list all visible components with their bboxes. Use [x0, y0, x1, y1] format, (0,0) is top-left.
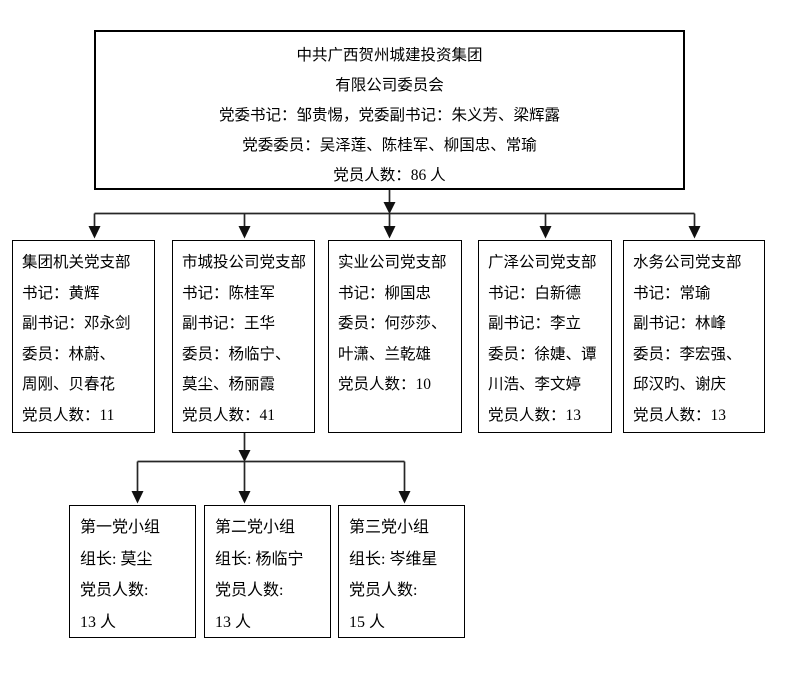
group-member-count-label: 党员人数:	[349, 582, 418, 599]
branch-line: 书记：柳国忠	[338, 284, 432, 302]
group-box: 第三党小组 组长: 岑维星 党员人数: 15 人	[338, 505, 465, 638]
arrow-down-icon	[238, 226, 251, 239]
branch-line: 莫尘、杨丽霞	[182, 376, 276, 393]
branch-line: 邱汉旳、谢庆	[633, 376, 727, 393]
branch-line: 叶潇、兰乾雄	[338, 345, 432, 363]
arrow-down-icon	[539, 226, 552, 239]
branch-line: 书记：黄辉	[22, 284, 100, 302]
root-title-line-1: 中共广西贺州城建投资集团	[296, 47, 483, 64]
group-member-count-label: 党员人数:	[215, 582, 284, 599]
group-box: 第二党小组 组长: 杨临宁 党员人数: 13 人	[204, 505, 331, 638]
group-member-count: 13 人	[80, 613, 117, 631]
branch-member-count: 党员人数：41	[182, 406, 276, 424]
branch-box: 集团机关党支部 书记：黄辉 副书记：邓永剑 委员：林蔚、 周刚、贝春花 党员人数…	[12, 240, 155, 433]
group-box: 第一党小组 组长: 莫尘 党员人数: 13 人	[69, 505, 196, 638]
branch-line: 委员：徐婕、谭	[488, 345, 597, 363]
connector-branch-to-groups	[131, 433, 411, 504]
root-member-count: 党员人数：86 人	[333, 167, 446, 184]
branch-line: 委员：何莎莎、	[338, 315, 447, 332]
branch-line: 委员：李宏强、	[633, 345, 742, 363]
arrow-down-icon	[131, 491, 144, 504]
group-leader: 组长: 杨临宁	[215, 550, 304, 568]
arrow-down-icon	[688, 226, 701, 239]
arrow-down-icon	[383, 226, 396, 239]
arrow-down-icon	[238, 491, 251, 504]
branch-line: 副书记：王华	[182, 315, 276, 332]
branch-title: 水务公司党支部	[633, 254, 742, 271]
group-member-count: 13 人	[215, 613, 252, 631]
branch-line: 副书记：邓永剑	[22, 315, 131, 332]
group-leader: 组长: 莫尘	[80, 550, 153, 568]
branch-title: 广泽公司党支部	[488, 254, 597, 271]
branch-title: 实业公司党支部	[338, 254, 447, 271]
branch-member-count: 党员人数：11	[22, 406, 115, 424]
root-title-line-2: 有限公司委员会	[335, 77, 444, 94]
branch-title: 市城投公司党支部	[182, 254, 307, 271]
branch-line: 委员：林蔚、	[22, 345, 116, 363]
group-member-count-label: 党员人数:	[80, 582, 149, 599]
arrow-down-icon	[88, 226, 101, 239]
branch-member-count: 党员人数：13	[633, 406, 727, 424]
branch-line: 副书记：林峰	[633, 315, 727, 332]
root-members-line: 党委委员：吴泽莲、陈桂军、柳国忠、常瑜	[242, 137, 537, 154]
branch-member-count: 党员人数：13	[488, 406, 582, 424]
group-title: 第三党小组	[349, 519, 430, 536]
root-secretary-line: 党委书记：邹贵惕，党委副书记：朱义芳、梁辉露	[218, 107, 560, 124]
branch-box: 水务公司党支部 书记：常瑜 副书记：林峰 委员：李宏强、 邱汉旳、谢庆 党员人数…	[623, 240, 765, 433]
group-member-count: 15 人	[349, 613, 386, 631]
branch-title: 集团机关党支部	[22, 254, 131, 271]
branch-box: 广泽公司党支部 书记：白新德 副书记：李立 委员：徐婕、谭 川浩、李文婷 党员人…	[478, 240, 612, 433]
branch-line: 书记：白新德	[488, 284, 582, 302]
group-leader: 组长: 岑维星	[349, 550, 438, 568]
arrow-down-icon	[238, 450, 251, 462]
branch-line: 委员：杨临宁、	[182, 345, 291, 363]
branch-box: 实业公司党支部 书记：柳国忠 委员：何莎莎、 叶潇、兰乾雄 党员人数：10	[328, 240, 462, 433]
branch-line: 副书记：李立	[488, 315, 582, 332]
branch-line: 川浩、李文婷	[488, 376, 582, 393]
branch-line: 书记：陈桂军	[182, 284, 276, 302]
branch-line: 周刚、贝春花	[22, 376, 116, 393]
branch-member-count: 党员人数：10	[338, 376, 432, 393]
branch-box: 市城投公司党支部 书记：陈桂军 副书记：王华 委员：杨临宁、 莫尘、杨丽霞 党员…	[172, 240, 315, 433]
arrow-down-icon	[383, 202, 396, 214]
group-title: 第二党小组	[215, 519, 296, 536]
group-title: 第一党小组	[80, 519, 161, 536]
root-committee-box: 中共广西贺州城建投资集团 有限公司委员会 党委书记：邹贵惕，党委副书记：朱义芳、…	[94, 30, 685, 190]
arrow-down-icon	[398, 491, 411, 504]
connector-root-to-branches	[88, 190, 701, 239]
branch-line: 书记：常瑜	[633, 284, 711, 302]
